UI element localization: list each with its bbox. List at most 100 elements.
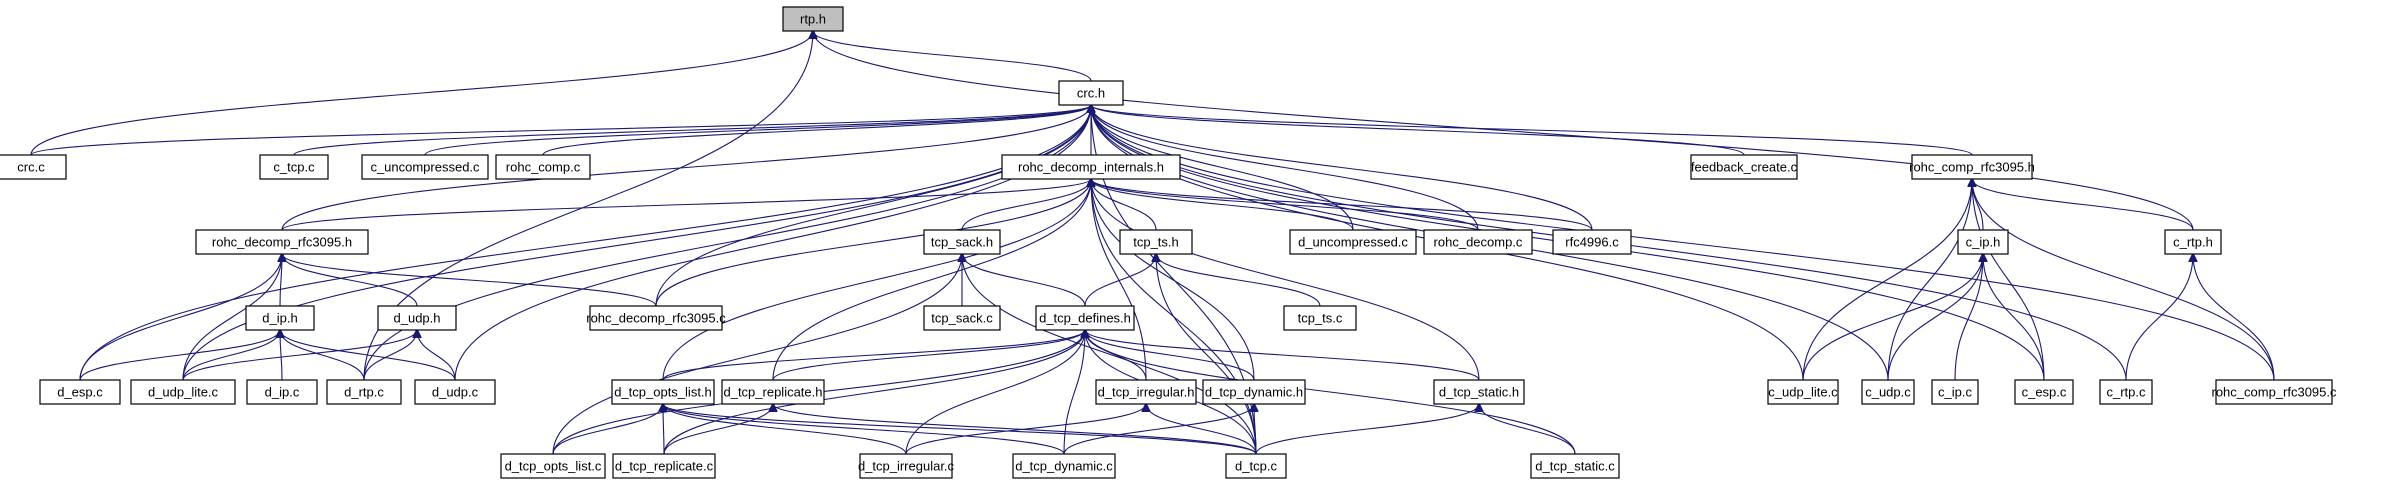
node-label: d_esp.c [57,385,103,400]
node-tcp-sack-h[interactable]: tcp_sack.h [923,229,1001,255]
edge-crc-c-to-crc-h [30,105,1091,156]
node-rfc4996-c[interactable]: rfc4996.c [1552,229,1632,255]
node-label: d_ip.c [265,385,300,400]
node-box [1530,453,1620,479]
node-d-udp-h[interactable]: d_udp.h [377,305,457,331]
node-d-tcp-irregular-h[interactable]: d_tcp_irregular.h [1095,379,1197,405]
node-box [923,305,1001,331]
node-label: c_rtp.c [2106,385,2146,400]
edge-d-udp-c-to-d-ip-h [280,330,456,381]
node-d-tcp-irregular-c[interactable]: d_tcp_irregular.c [858,453,955,479]
edge-d-tcp-irregular-h-to-rohc-decomp-internals-h [1091,179,1147,381]
edge-rohc-comp-rfc3095-c-to-crc-h [1091,105,2275,381]
node-d-tcp-replicate-h[interactable]: d_tcp_replicate.h [721,379,825,405]
node-d-tcp-opts-list-c[interactable]: d_tcp_opts_list.c [500,453,606,479]
node-rohc-decomp-rfc3095-h[interactable]: rohc_decomp_rfc3095.h [195,229,369,255]
node-tcp-ts-c[interactable]: tcp_ts.c [1283,305,1357,331]
node-label: rohc_comp.c [506,160,581,175]
edge-rfc4996-c-to-rohc-decomp-internals-h [1091,179,1593,231]
edge-crc-h-to-rtp-h [813,31,1092,82]
node-c-rtp-h[interactable]: c_rtp.h [2164,229,2222,255]
node-d-tcp-dynamic-c[interactable]: d_tcp_dynamic.c [1012,453,1116,479]
node-d-rtp-c[interactable]: d_rtp.c [326,379,402,405]
node-box [1861,379,1915,405]
node-c-uncompressed-c[interactable]: c_uncompressed.c [361,154,489,180]
node-d-tcp-c[interactable]: d_tcp.c [1225,453,1287,479]
edge-d-tcp-dynamic-h-to-rohc-decomp-internals-h [1091,179,1255,381]
node-c-ip-h[interactable]: c_ip.h [1957,229,2009,255]
node-label: d_tcp_irregular.c [858,459,955,474]
edge-d-tcp-dynamic-c-to-d-tcp-defines-h [1063,330,1085,455]
node-box [1202,379,1306,405]
node-label: rfc4996.c [1565,235,1619,250]
node-label: c_esp.c [2022,385,2067,400]
node-c-tcp-c[interactable]: c_tcp.c [259,154,329,180]
node-box [1225,453,1287,479]
node-label: c_ip.h [1966,235,2001,250]
edge-d-tcp-c-to-d-tcp-static-h [1255,404,1479,455]
node-d-udp-c[interactable]: d_udp.c [414,379,496,405]
edge-c-rtp-c-to-c-rtp-h [2125,254,2193,381]
node-d-tcp-opts-list-h[interactable]: d_tcp_opts_list.h [611,379,715,405]
node-box [377,305,457,331]
node-d-tcp-static-c[interactable]: d_tcp_static.c [1530,453,1620,479]
node-rohc-decomp-rfc3095-c[interactable]: rohc_decomp_rfc3095.c [586,305,726,331]
node-c-udp-lite-c[interactable]: c_udp_lite.c [1767,379,1839,405]
node-box [2215,379,2333,405]
node-c-ip-c[interactable]: c_ip.c [1931,379,1979,405]
node-d-uncompressed-c[interactable]: d_uncompressed.c [1289,229,1417,255]
edge-d-udp-lite-c-to-d-ip-h [182,330,280,381]
node-box [611,379,715,405]
node-rohc-comp-rfc3095-c[interactable]: rohc_comp_rfc3095.c [2211,379,2337,405]
edge-feedback-create-c-to-crc-h [1091,105,1745,156]
node-box [1911,154,2033,180]
node-d-tcp-static-h[interactable]: d_tcp_static.h [1433,379,1525,405]
node-box [500,453,606,479]
node-label: crc.h [1077,86,1105,101]
node-rohc-comp-c[interactable]: rohc_comp.c [495,154,591,180]
node-box [721,379,825,405]
node-box [495,154,591,180]
edge-c-udp-lite-c-to-rohc-comp-rfc3095-h [1802,179,1972,381]
node-box [1289,229,1417,255]
edge-d-tcp-c-to-d-tcp-opts-list-h [663,404,1257,455]
node-box [361,154,489,180]
node-box [1690,154,1798,180]
node-box [1931,379,1979,405]
node-rohc-decomp-internals-h[interactable]: rohc_decomp_internals.h [1001,154,1181,180]
edge-d-tcp-dynamic-c-to-d-tcp-opts-list-h [663,404,1065,455]
node-feedback-create-c[interactable]: feedback_create.c [1690,154,1798,180]
node-label: tcp_sack.c [931,311,993,326]
node-label: c_ip.c [1938,385,1972,400]
node-crc-c[interactable]: crc.c [0,154,67,180]
node-d-tcp-defines-h[interactable]: d_tcp_defines.h [1035,305,1135,331]
node-rohc-comp-rfc3095-h[interactable]: rohc_comp_rfc3095.h [1909,154,2035,180]
node-d-ip-c[interactable]: d_ip.c [246,379,318,405]
node-label: rohc_comp_rfc3095.c [2211,385,2337,400]
node-label: d_tcp_static.h [1439,385,1519,400]
edge-d-tcp-irregular-c-to-d-tcp-opts-list-h [663,404,907,455]
node-d-esp-c[interactable]: d_esp.c [39,379,121,405]
edge-rohc-decomp-rfc3095-c-to-rohc-decomp-internals-h [655,179,1091,307]
edge-rohc-comp-rfc3095-h-to-crc-h [1091,105,1973,156]
node-c-rtp-c[interactable]: c_rtp.c [2099,379,2153,405]
node-d-udp-lite-c[interactable]: d_udp_lite.c [130,379,236,405]
node-d-ip-h[interactable]: d_ip.h [245,305,315,331]
node-tcp-ts-h[interactable]: tcp_ts.h [1119,229,1193,255]
node-d-tcp-dynamic-h[interactable]: d_tcp_dynamic.h [1202,379,1306,405]
node-c-udp-c[interactable]: c_udp.c [1861,379,1915,405]
edge-d-udp-h-to-rohc-decomp-rfc3095-h [282,254,418,307]
node-c-esp-c[interactable]: c_esp.c [2014,379,2074,405]
node-tcp-sack-c[interactable]: tcp_sack.c [923,305,1001,331]
node-label: d_tcp_replicate.c [615,459,714,474]
node-box [326,379,402,405]
node-crc-h[interactable]: crc.h [1058,80,1124,106]
node-rohc-decomp-c[interactable]: rohc_decomp.c [1423,229,1533,255]
edge-d-tcp-opts-list-c-to-tcp-sack-h [552,254,962,455]
edge-c-esp-c-to-rohc-comp-rfc3095-h [1972,179,2045,381]
node-rtp-h[interactable]: rtp.h [782,6,844,32]
edge-d-uncompressed-c-to-rohc-decomp-internals-h [1091,179,1354,231]
node-d-tcp-replicate-c[interactable]: d_tcp_replicate.c [612,453,716,479]
edge-tcp-sack-h-to-rohc-decomp-internals-h [961,179,1091,231]
